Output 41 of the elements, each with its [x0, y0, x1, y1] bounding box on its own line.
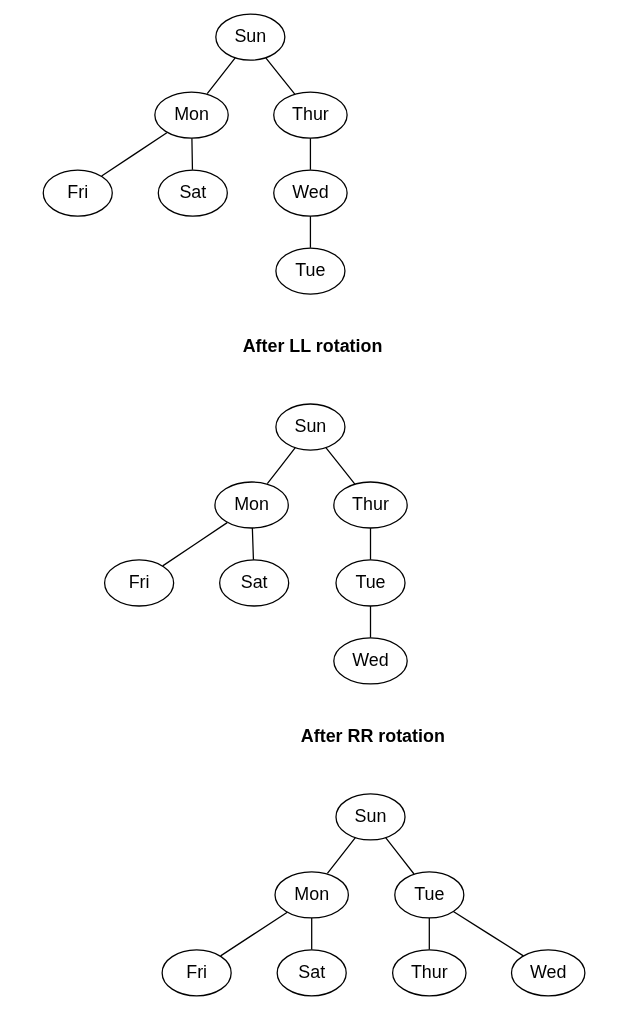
node-ellipse: Thur	[391, 948, 467, 997]
node-ellipse: Sun	[214, 12, 285, 61]
connector	[369, 604, 371, 638]
label: After RR rotation	[300, 725, 445, 746]
connector	[219, 911, 288, 957]
node-ellipse: Tue	[393, 870, 464, 919]
connector	[428, 916, 430, 950]
node-ellipse: Mon	[213, 480, 289, 529]
connector	[266, 446, 296, 484]
node-ellipse: Fri	[42, 168, 113, 217]
connector	[309, 137, 311, 170]
connector	[452, 910, 524, 956]
connector	[100, 131, 167, 177]
connector	[310, 916, 312, 950]
node-ellipse: Fri	[161, 948, 232, 997]
connector	[251, 526, 254, 560]
connector	[369, 526, 371, 560]
node-ellipse: Sun	[334, 792, 406, 841]
node-ellipse: Mon	[273, 870, 349, 919]
connector	[326, 836, 356, 874]
node-ellipse: Sun	[274, 402, 346, 451]
node-ellipse: Thur	[332, 480, 408, 529]
connector	[161, 521, 228, 567]
node-ellipse: Tue	[334, 558, 406, 607]
node-ellipse: Mon	[153, 90, 229, 139]
connector	[190, 137, 193, 170]
node-ellipse: Wed	[272, 168, 348, 217]
node-ellipse: Sat	[157, 168, 228, 217]
connector	[324, 446, 355, 485]
connector	[206, 56, 236, 94]
node-ellipse: Wed	[510, 948, 585, 997]
connector	[309, 215, 311, 248]
node-ellipse: Sat	[276, 948, 347, 997]
node-ellipse: Thur	[272, 90, 348, 139]
connector	[264, 56, 295, 95]
label: After LL rotation	[242, 335, 382, 356]
node-ellipse: Fri	[103, 558, 174, 607]
node-ellipse: Tue	[274, 246, 346, 295]
connector	[384, 836, 415, 875]
node-ellipse: Sat	[218, 558, 289, 607]
node-ellipse: Wed	[332, 636, 408, 685]
